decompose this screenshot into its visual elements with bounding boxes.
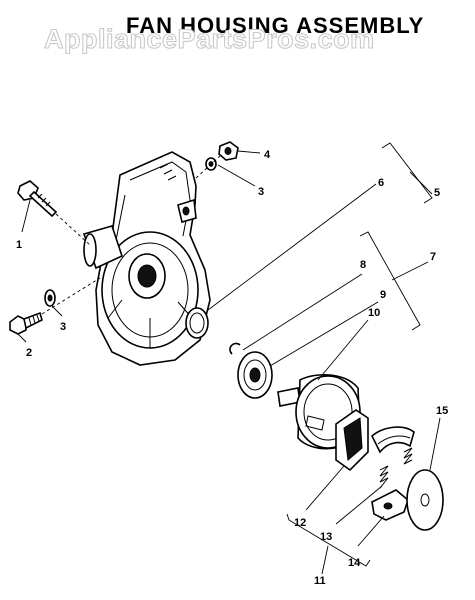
bracket-11	[286, 513, 371, 575]
bolt-1	[17, 180, 58, 218]
diagram-title: FAN HOUSING ASSEMBLY	[126, 13, 424, 38]
callout-8: 8	[360, 259, 366, 271]
clutch-shoe-12	[335, 409, 369, 472]
clutch-plate-15	[406, 469, 444, 531]
bracket-7	[359, 231, 429, 331]
bolt-2-axis-line	[41, 277, 101, 315]
bearing-9	[237, 351, 273, 399]
fan-housing	[82, 151, 211, 366]
callout-11: 11	[314, 575, 326, 587]
callouts: 1 2 3 3 4 5 6 7 8 9 10 11 12 13 14 15	[16, 149, 448, 587]
seal-ring-6	[185, 307, 209, 339]
leader-lines	[17, 150, 441, 547]
callout-14: 14	[348, 557, 361, 569]
callout-12: 12	[294, 517, 306, 529]
callout-6: 6	[378, 177, 384, 189]
watermark-logo: AppliancePartsPros.com	[44, 24, 375, 54]
nut-4	[218, 141, 239, 161]
callout-3-left: 3	[60, 321, 66, 333]
clutch-lever-14	[371, 489, 409, 521]
callout-1: 1	[16, 239, 22, 251]
washer-3-left	[44, 289, 56, 307]
bolt-1-axis-line	[55, 213, 91, 246]
clutch-weight	[371, 426, 415, 454]
callout-4: 4	[264, 149, 271, 161]
callout-5: 5	[434, 187, 440, 199]
callout-3-top: 3	[258, 186, 264, 198]
callout-15: 15	[436, 405, 448, 417]
bracket-5	[381, 142, 433, 204]
spring-13	[379, 447, 413, 489]
callout-13: 13	[320, 531, 332, 543]
callout-9: 9	[380, 289, 386, 301]
callout-10: 10	[368, 307, 380, 319]
callout-7: 7	[430, 251, 436, 263]
retaining-ring-8	[229, 342, 241, 355]
callout-2: 2	[26, 347, 32, 359]
bolt-2	[9, 311, 43, 335]
